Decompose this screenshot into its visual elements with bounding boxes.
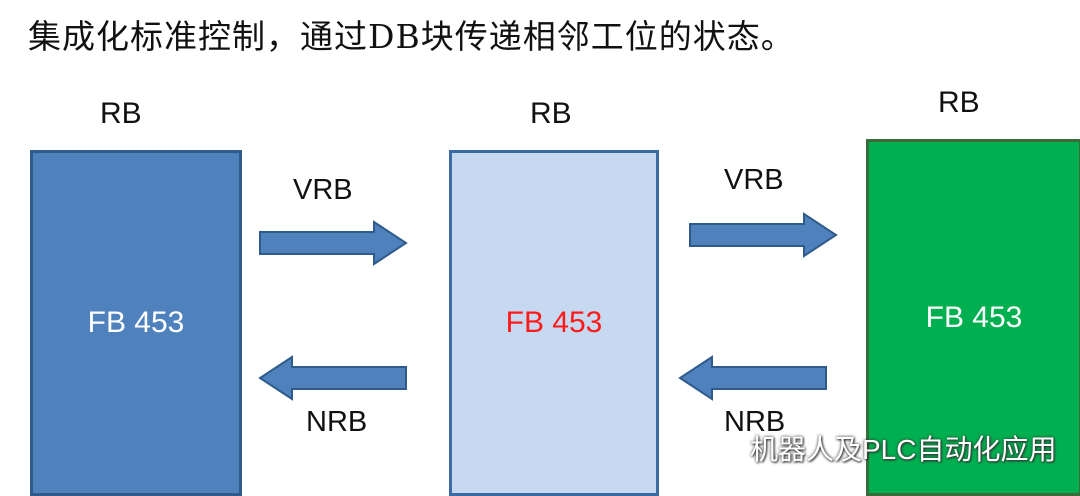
left-arrow-2-shape: [678, 355, 827, 401]
fb-block-right-label: FB 453: [925, 300, 1023, 334]
right-arrow-1-shape: [259, 220, 408, 266]
left-arrow-1: [258, 355, 407, 401]
block-2-top-label: RB: [530, 97, 572, 130]
fb-block-middle-label: FB 453: [505, 306, 603, 339]
block-1-top-label: RB: [100, 97, 142, 130]
block-3-top-label: RB: [938, 86, 980, 119]
watermark: 机器人及PLC自动化应用: [700, 428, 1056, 468]
left-arrow-1-shape: [258, 355, 407, 401]
right-arrow-2: [689, 212, 838, 258]
right-arrow-2-shape: [689, 212, 838, 258]
fb-block-left: FB 453: [30, 150, 242, 496]
left-arrow-2: [678, 355, 827, 401]
fb-block-middle: FB 453: [449, 150, 659, 496]
fb-block-right: FB 453: [866, 139, 1080, 496]
arrow-label-vrb-2: VRB: [724, 164, 784, 196]
wechat-icon: [701, 432, 742, 463]
fb-block-left-label: FB 453: [87, 306, 185, 339]
arrow-label-vrb-1: VRB: [293, 174, 353, 206]
arrow-label-nrb-2: NRB: [724, 406, 786, 438]
page-title: 集成化标准控制，通过DB块传递相邻工位的状态。: [28, 17, 795, 56]
watermark-text: 机器人及PLC自动化应用: [750, 434, 1057, 465]
arrow-label-nrb-1: NRB: [306, 406, 368, 438]
right-arrow-1: [259, 220, 408, 266]
